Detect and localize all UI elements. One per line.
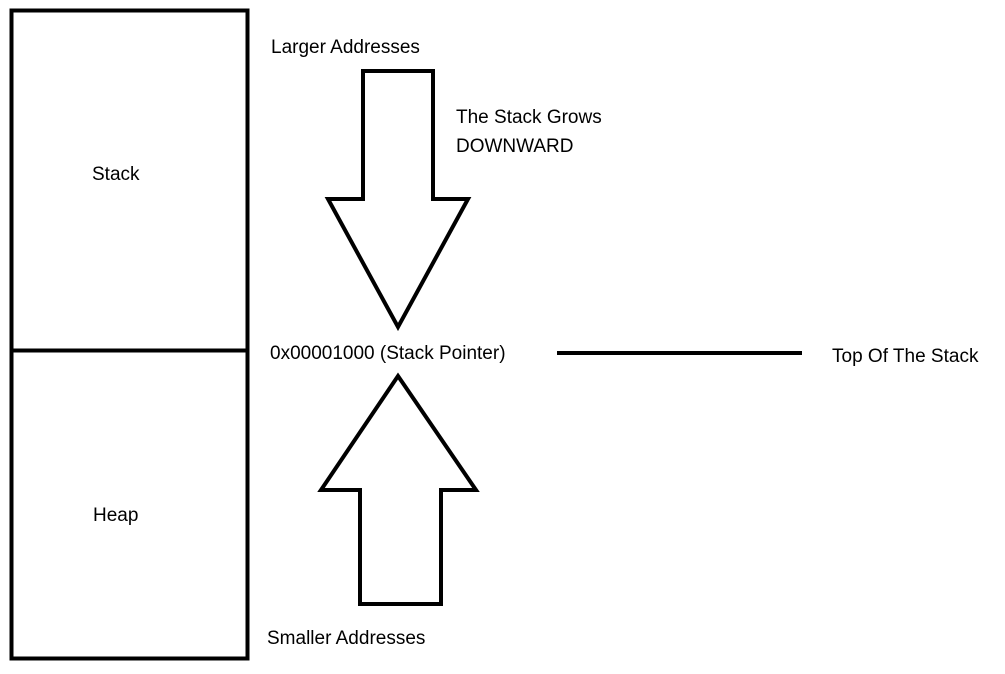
stack-region-label: Stack — [92, 164, 140, 185]
top-of-stack-label: Top Of The Stack — [832, 346, 979, 367]
heap-region-box — [9, 348, 250, 661]
down-arrow-icon — [324, 69, 472, 332]
stack-grows-label: The Stack Grows DOWNWARD — [456, 103, 602, 161]
stack-grows-line1: The Stack Grows — [456, 107, 602, 128]
stack-pointer-label: 0x00001000 (Stack Pointer) — [270, 343, 506, 364]
larger-addresses-label: Larger Addresses — [271, 37, 420, 58]
stack-grows-line2: DOWNWARD — [456, 136, 574, 157]
smaller-addresses-label: Smaller Addresses — [267, 628, 426, 649]
up-arrow-icon — [317, 372, 480, 606]
heap-region-label: Heap — [93, 505, 139, 526]
